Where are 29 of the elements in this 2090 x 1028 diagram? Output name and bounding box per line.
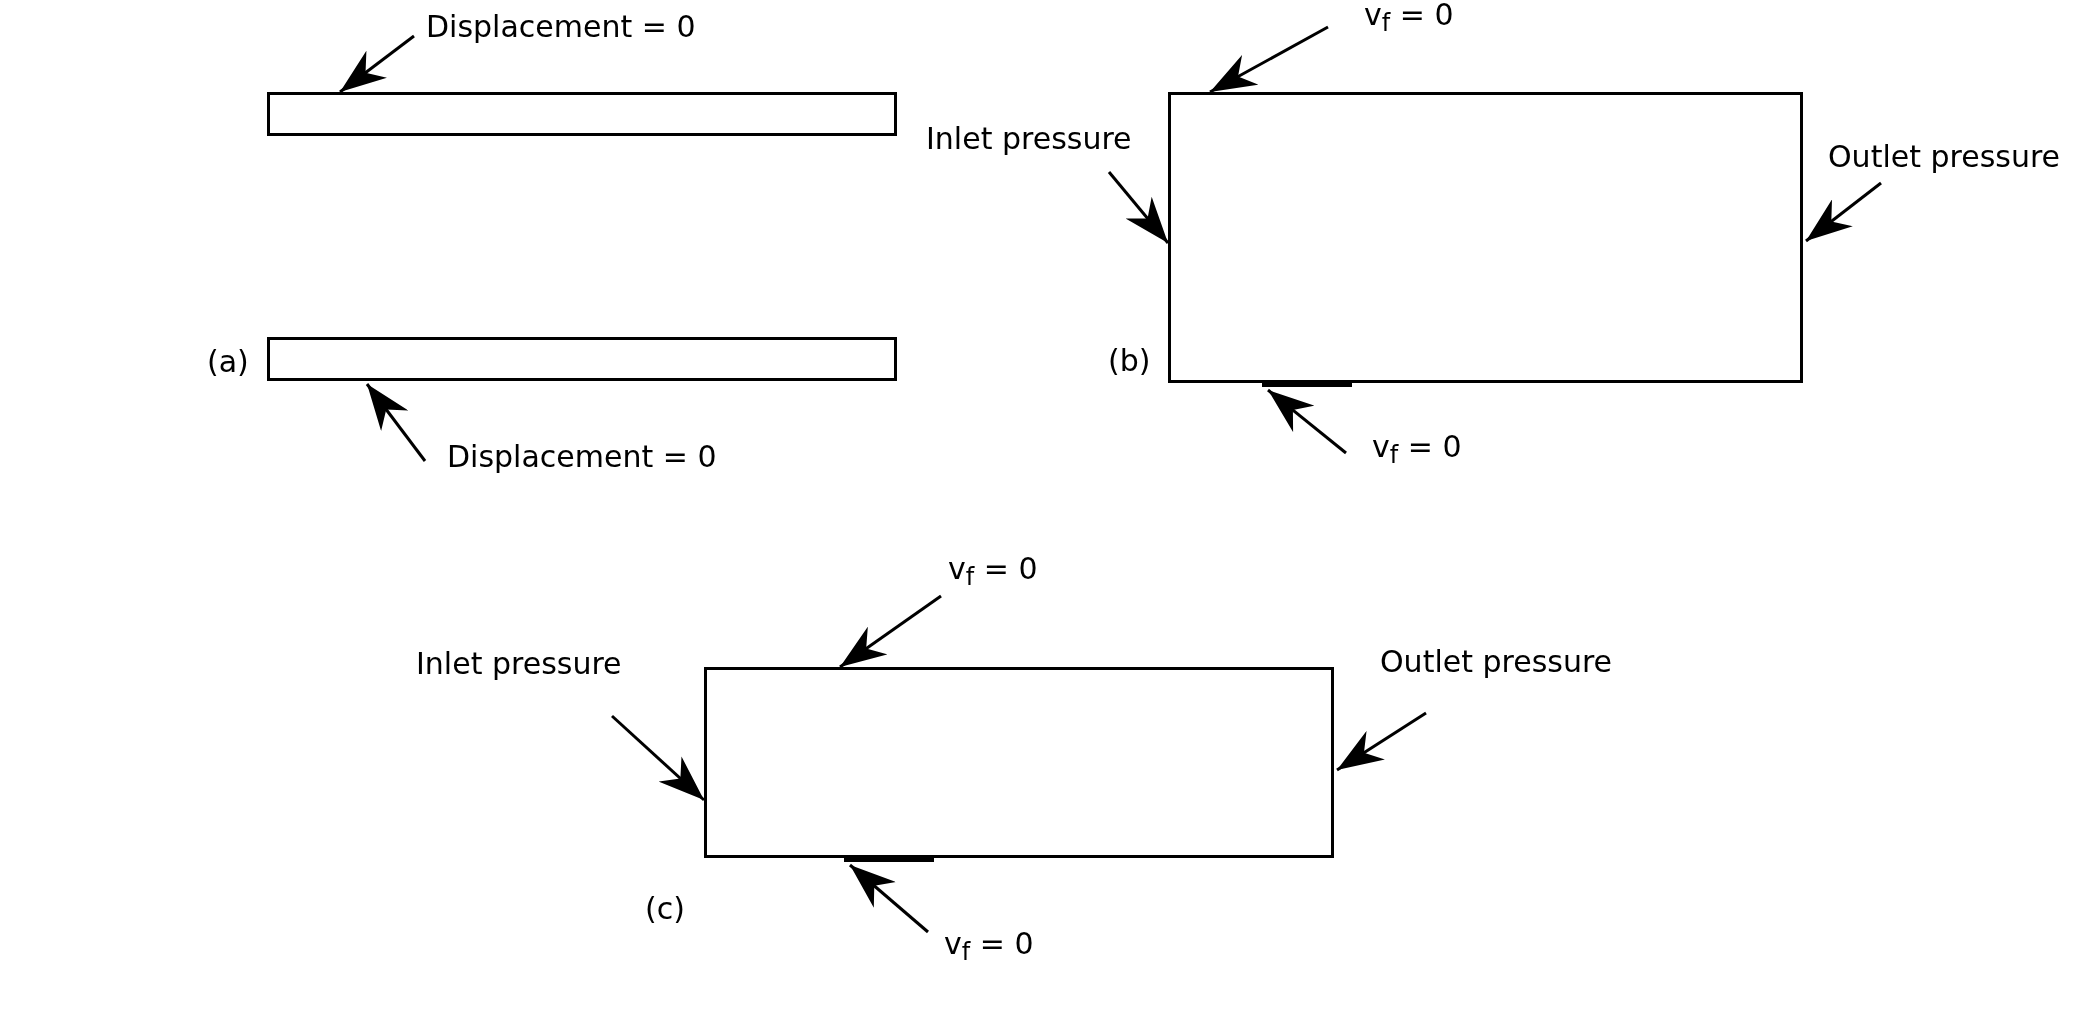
- arrow: [1267, 388, 1347, 455]
- rectangle-boundary: [267, 337, 897, 381]
- boundary-condition-label: Displacement = 0: [447, 440, 718, 475]
- arrow: [611, 714, 705, 802]
- arrow: [1336, 711, 1427, 772]
- arrow: [1107, 171, 1170, 244]
- boundary-condition-label: v$_{f}$ = 0: [1372, 430, 1463, 465]
- boundary-condition-label: v$_{f}$ = 0: [1364, 0, 1455, 33]
- rectangle-boundary: [1168, 92, 1803, 383]
- rectangle-boundary: [267, 92, 897, 136]
- wall-segment: [844, 856, 934, 862]
- arrow: [365, 383, 427, 462]
- boundary-condition-label: Inlet pressure: [416, 647, 623, 682]
- wall-segment: [1262, 381, 1352, 387]
- boundary-condition-label: Outlet pressure: [1828, 140, 2062, 175]
- arrow: [849, 863, 929, 934]
- arrow: [1805, 181, 1882, 243]
- boundary-condition-label: v$_{f}$ = 0: [948, 552, 1039, 587]
- arrow: [839, 594, 942, 669]
- arrow: [1209, 25, 1329, 94]
- panel-label: (c): [645, 892, 685, 927]
- rectangle-boundary: [704, 667, 1334, 858]
- boundary-condition-label: Displacement = 0: [426, 10, 697, 45]
- boundary-condition-label: Inlet pressure: [926, 122, 1133, 157]
- boundary-condition-label: v$_{f}$ = 0: [944, 927, 1035, 962]
- arrow: [339, 34, 415, 94]
- boundary-condition-label: Outlet pressure: [1380, 645, 1614, 680]
- panel-label: (b): [1108, 344, 1151, 379]
- panel-label: (a): [207, 345, 249, 380]
